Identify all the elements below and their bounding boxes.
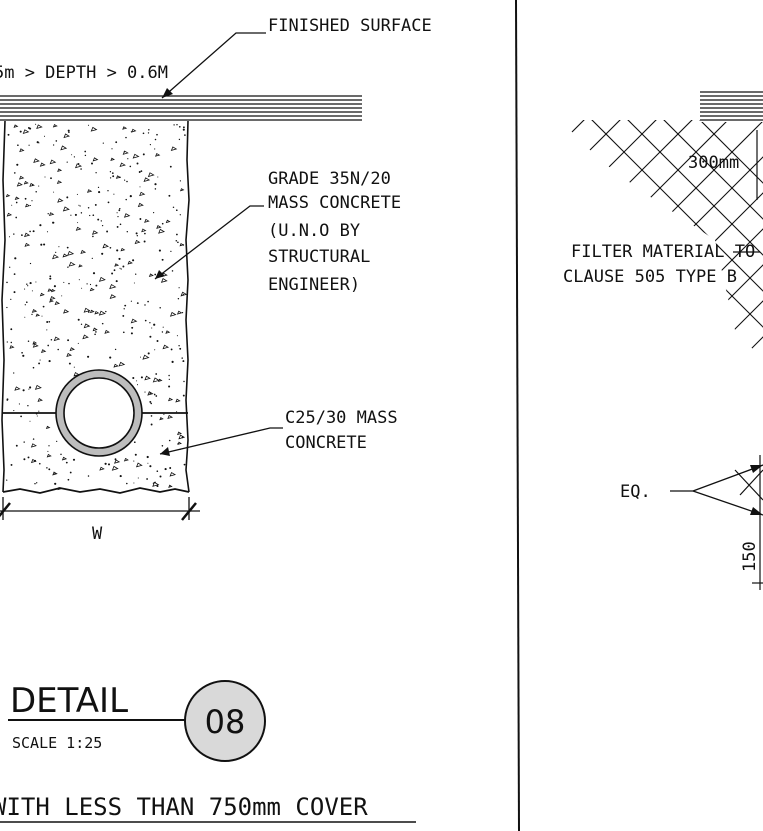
width-dimension (0, 497, 200, 521)
grade-concrete-line-4: STRUCTURAL (268, 247, 370, 267)
trench-right-wall (185, 120, 190, 493)
detail-number: 08 (205, 703, 246, 741)
filter-crosshatch (560, 120, 763, 360)
trench-base (2, 487, 190, 494)
right-detail: 300mm FILTER MATERIAL TO CLAUSE 505 TYPE… (560, 91, 763, 590)
right-surface-layers (700, 91, 763, 121)
detail-number-badge (184, 680, 266, 762)
depth-note-label: 5m > DEPTH > 0.6M (0, 63, 168, 83)
sheet-divider-line (515, 0, 520, 831)
detail-caption: WITH LESS THAN 750mm COVER (0, 793, 368, 821)
eq-label: EQ. (620, 482, 651, 502)
grade-concrete-line-5: ENGINEER) (268, 275, 360, 295)
leader-lines (154, 32, 283, 455)
scale-label: SCALE 1:25 (12, 734, 102, 752)
trench-left-wall (1, 120, 6, 493)
eq-leaders (670, 464, 763, 516)
eq-pipe-hint (734, 455, 763, 535)
trench-section: W (0, 95, 362, 544)
grade-concrete-line-1: GRADE 35N/20 (268, 169, 391, 189)
pipe-section (55, 369, 143, 457)
c25-concrete-line-1: C25/30 MASS (285, 408, 398, 428)
c25-concrete-line-2: CONCRETE (285, 433, 367, 453)
dim-300-label: 300mm (688, 153, 739, 173)
filter-material-line-2: CLAUSE 505 TYPE B (563, 267, 737, 287)
finished-surface-label: FINISHED SURFACE (268, 16, 432, 36)
concrete-stipple (5, 123, 188, 491)
dim-150: 150 (740, 535, 763, 590)
grade-concrete-line-3: (U.N.O BY (268, 221, 360, 241)
detail-title: DETAIL (10, 681, 128, 721)
width-label: W (92, 524, 103, 544)
dim-150-label: 150 (740, 541, 760, 572)
grade-concrete-line-2: MASS CONCRETE (268, 193, 401, 213)
title-block: DETAIL SCALE 1:25 08 WITH LESS THAN 750m… (0, 680, 416, 823)
leader-arrowheads (155, 88, 173, 456)
finished-surface-layers (0, 95, 362, 121)
filter-material-line-1: FILTER MATERIAL TO (571, 242, 755, 262)
